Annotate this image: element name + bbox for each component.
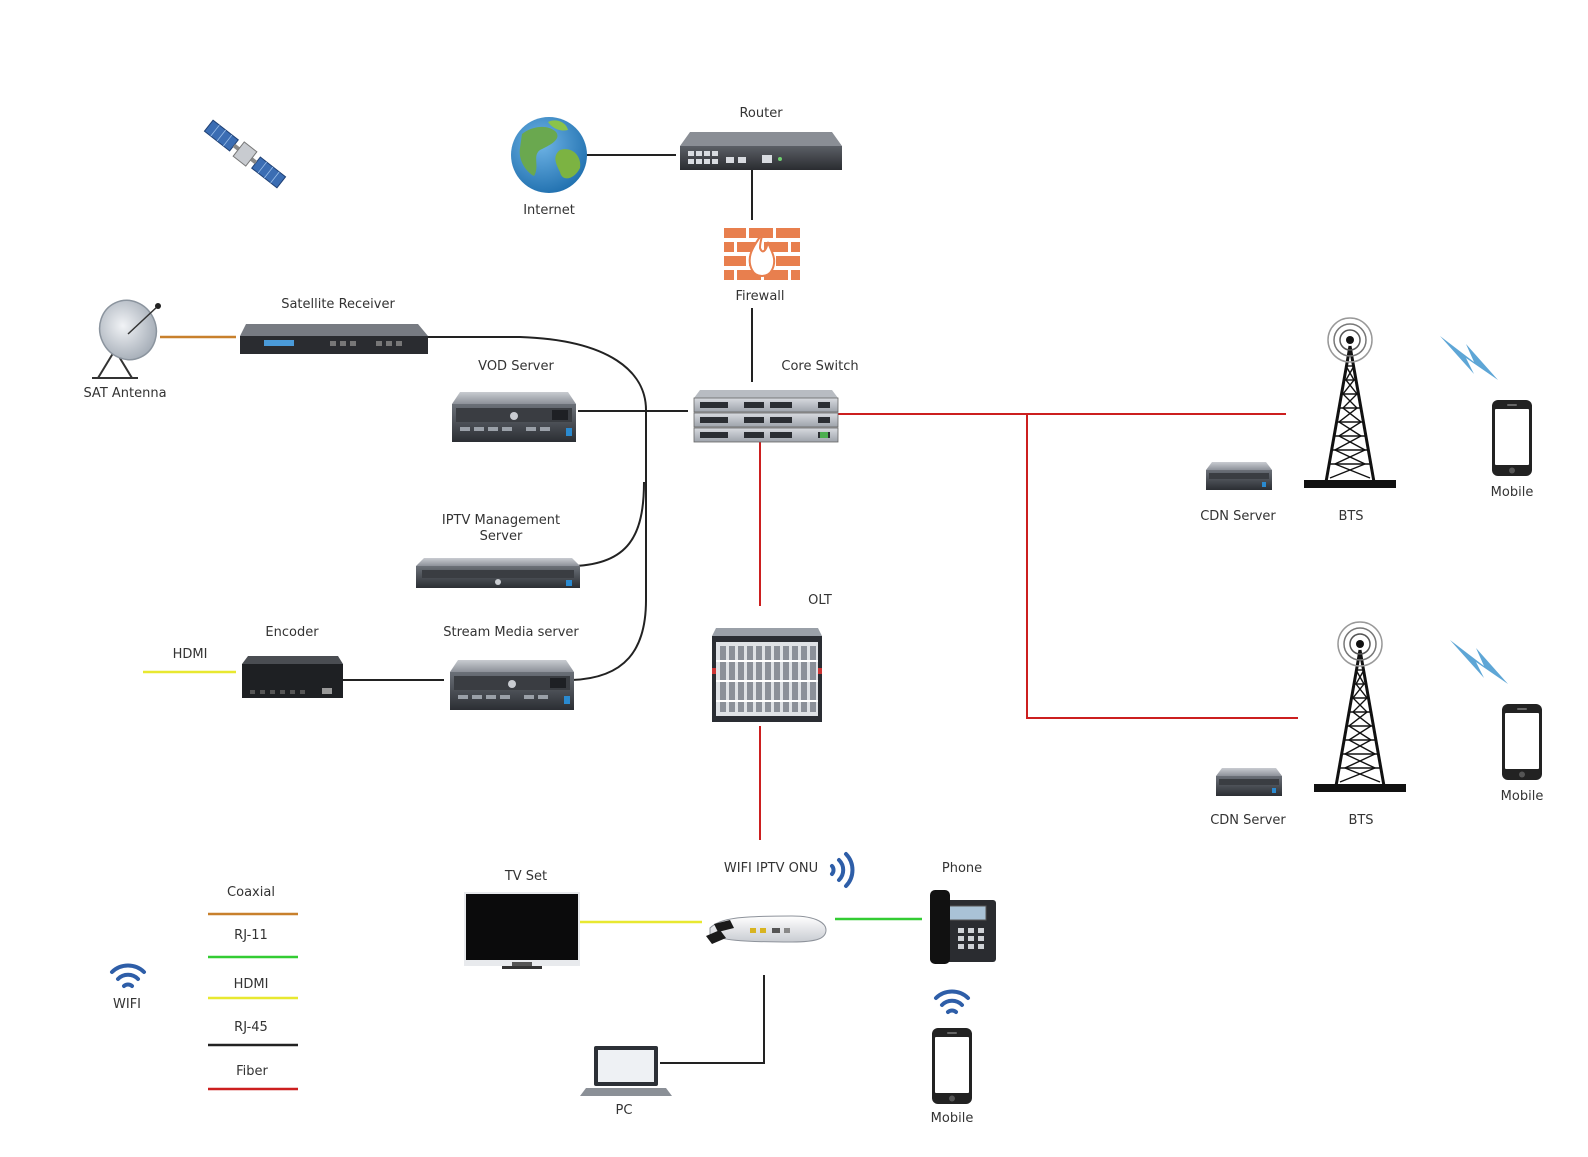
tv-set-label: TV Set [504,869,547,884]
bts-tower-icon-2 [1312,620,1408,794]
olt-label: OLT [808,593,832,608]
iptv-management-label-line2: Server [480,529,523,544]
desk-phone-icon [930,890,996,964]
connections [143,154,1298,1064]
olt-icon [712,628,822,722]
internet-label: Internet [523,203,575,218]
firewall-label: Firewall [735,289,784,304]
bts-label-2: BTS [1348,813,1373,828]
sat-antenna-icon [92,299,161,379]
mobile-wifi-signal-icon [934,989,970,1014]
satellite-icon [203,119,287,189]
wifi-iptv-onu-label: WIFI IPTV ONU [724,861,818,876]
vod-server-label: VOD Server [478,359,554,374]
satellite-receiver-icon [240,324,428,354]
tv-set-icon [464,892,580,969]
router-icon [680,132,842,170]
iptv-management-server-icon [416,558,580,588]
cdn-server-icon-2 [1216,768,1282,796]
cdn-server-label-1: CDN Server [1200,509,1276,524]
pc-label: PC [616,1103,633,1118]
link-bus-stream-server [571,488,647,681]
onu-wifi-signal-icon [830,852,855,888]
satellite-receiver-label: Satellite Receiver [281,297,395,312]
cdn-server-label-2: CDN Server [1210,813,1286,828]
link-bus-iptv-mgmt [573,481,645,567]
core-switch-label: Core Switch [781,359,858,374]
link-branch-bts-2 [1026,414,1298,719]
legend: WIFI Coaxial RJ-11 HDMI RJ-45 Fiber [110,885,298,1091]
mobile-phone-icon-1 [1492,400,1532,476]
legend-hdmi-label: HDMI [234,977,269,992]
cdn-server-icon-1 [1206,462,1272,490]
router-label: Router [739,106,783,121]
legend-rj45-label: RJ-45 [234,1020,268,1035]
lightning-icon-2 [1450,640,1508,684]
phone-label: Phone [942,861,982,876]
pc-laptop-icon [580,1046,672,1096]
core-switch-icon [693,390,839,443]
link-receiver-bus [428,336,647,488]
bts-label-1: BTS [1338,509,1363,524]
hdmi-input-label: HDMI [173,647,208,662]
bts-tower-icon-1 [1302,316,1398,490]
lightning-icon-1 [1440,336,1498,380]
legend-wifi-label: WIFI [113,997,141,1012]
mobile-phone-icon-3 [932,1028,972,1104]
mobile-label-1: Mobile [1491,485,1534,500]
internet-globe-icon [511,117,587,193]
mobile-label-2: Mobile [1501,789,1544,804]
legend-coaxial-label: Coaxial [227,885,275,900]
iptv-management-label-line1: IPTV Management [442,513,560,528]
mobile-phone-icon-2 [1502,704,1542,780]
encoder-icon [242,656,343,698]
vod-server-icon [452,392,576,442]
wifi-iptv-onu-icon [706,915,827,944]
link-onu-pc [660,975,765,1064]
legend-wifi-icon [110,963,146,988]
mobile-label-3: Mobile [931,1111,974,1126]
legend-fiber-label: Fiber [236,1064,268,1079]
firewall-icon [724,228,800,280]
encoder-label: Encoder [265,625,319,640]
legend-rj11-label: RJ-11 [234,928,268,943]
sat-antenna-label: SAT Antenna [83,386,166,401]
stream-media-server-label: Stream Media server [443,625,579,640]
stream-media-server-icon [450,660,574,710]
